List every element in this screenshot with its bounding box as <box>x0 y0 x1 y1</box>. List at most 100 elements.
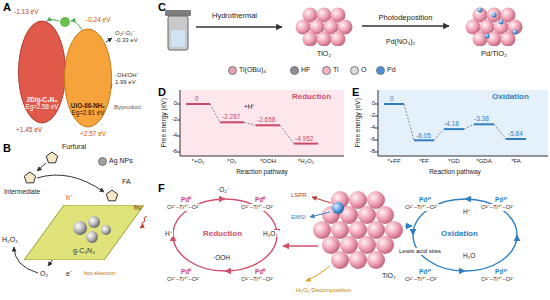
annotation-label: e⁻ <box>66 270 72 278</box>
legend-text: Pd <box>387 66 396 74</box>
annotation-label: *H₂O₂ <box>298 158 314 165</box>
oxidation-energy-plot-part <box>378 90 379 156</box>
mechanism-scheme-part-part <box>349 251 367 269</box>
annotation-label: -2.658 <box>257 116 275 123</box>
annotation-label: *OOH <box>260 158 276 165</box>
node-text: TiO₂ <box>317 50 332 59</box>
tick-label: 0 <box>372 100 375 107</box>
annotation-label: -5.84 <box>508 130 523 137</box>
reduction-energy-plot-part <box>186 104 318 144</box>
legend-text: Ti <box>333 66 339 74</box>
node-text: Pd/TiO₂ <box>481 50 507 59</box>
annotation-label: -6.05 <box>416 132 431 139</box>
oxidation-energy-plot-part-part <box>506 138 526 140</box>
legend-text: O <box>361 66 366 74</box>
annotation-label: Oxidation <box>492 92 529 101</box>
annotation-label: ·OOH <box>212 254 231 261</box>
oxidation-energy-plot-part-part <box>404 104 414 140</box>
annotation-label: O₂/·O₂⁻ -0.33 eV <box>115 30 149 44</box>
annotation-label: O²⁻–Ti⁴⁺–O²⁻ <box>480 276 515 283</box>
oxidation-energy-plot-part <box>375 140 378 141</box>
mechanism-scheme-part <box>313 191 403 269</box>
tick-label: -6 <box>172 148 177 155</box>
annotation-label: hν <box>134 204 141 212</box>
tick-label: 0 <box>174 100 177 107</box>
annotation-label: O²⁻–Ti⁴⁺–O²⁻ <box>240 276 275 283</box>
legend-text: HF <box>301 66 310 74</box>
reduction-energy-plot-part <box>177 136 180 137</box>
reduction-energy-plot-part-part <box>294 143 318 145</box>
mechanism-scheme-part-part <box>376 236 394 254</box>
annotation-label: O²⁻–Ti⁴⁺–O²⁻ <box>404 204 439 211</box>
mechanism-scheme-part <box>312 197 331 203</box>
mechanism-scheme-part-part <box>225 235 277 271</box>
silver-nanoparticle <box>86 231 98 243</box>
process-arrow <box>362 25 449 26</box>
annotation-label: Reaction pathway <box>429 168 481 175</box>
legend-item: Ti(OBu)₄ <box>228 66 266 75</box>
annotation-label: Reaction pathway <box>236 168 288 175</box>
legend-item: HF <box>290 66 310 75</box>
photocatalysis-scheme-part <box>106 190 117 201</box>
nanosheet: g-C₃N₄ <box>24 205 144 260</box>
oxidation-energy-plot-part-part <box>494 124 506 139</box>
tio2-particle <box>487 32 502 47</box>
tio2-particle <box>303 32 318 47</box>
legend-swatch <box>350 66 359 75</box>
annotation-label: O²⁻–Ti⁴⁺–O²⁻ <box>240 204 275 211</box>
photocatalysis-scheme-part <box>46 152 57 163</box>
particle-cluster-shape <box>288 6 360 46</box>
particle-cluster: Pd/TiO₂ <box>452 6 536 60</box>
annotation-label: Pd²⁺ <box>494 268 508 275</box>
band-diagram-part <box>60 17 70 27</box>
node-text: g-C₃N₄ <box>73 247 95 255</box>
tio2-particle <box>473 32 488 47</box>
reduction-energy-plot <box>177 90 344 156</box>
annotation-label: Pd²⁺ <box>418 268 432 275</box>
annotation-label: B <box>3 142 11 155</box>
annotation-label: *FA <box>511 158 521 165</box>
tick-label: -2 <box>370 112 375 119</box>
axis-title: Free energy (eV) <box>354 98 361 147</box>
annotation-label: Hydrothermal <box>212 12 257 21</box>
annotation-label: -4.18 <box>444 120 459 127</box>
oxidation-energy-plot-part-part <box>464 124 474 129</box>
legend-swatch <box>290 66 299 75</box>
annotation-label: EMSI <box>291 214 306 221</box>
mechanism-scheme-part-part <box>358 206 376 224</box>
oxidation-energy-plot-part-part <box>444 128 464 130</box>
mechanism-scheme-part-part <box>376 206 394 224</box>
edge-label: Photodeposition <box>379 14 433 23</box>
annotation-label: Pd⁰ <box>254 268 266 275</box>
annotation-label: H⁺ <box>164 230 173 237</box>
annotation-label: *+FF <box>387 158 400 165</box>
pd-particle <box>499 20 504 25</box>
mechanism-scheme-part <box>306 266 330 281</box>
pd-particle <box>513 30 518 35</box>
node-text: 2D/g-C₃N₄ <box>27 96 58 103</box>
annotation-label: Oxidation <box>440 229 479 238</box>
synthesis-scheme-part <box>168 16 188 50</box>
legend-text: Ag NPs <box>109 157 133 165</box>
annotation-label: O²⁻–Ti⁴⁺–O²⁻ <box>166 276 201 283</box>
annotation-label: TiO₂ <box>382 272 396 280</box>
legend-swatch <box>228 66 237 75</box>
band-diagram-part <box>106 38 112 42</box>
silver-nanoparticle <box>73 221 87 235</box>
mechanism-scheme-part-part <box>367 191 385 209</box>
silver-nanoparticle <box>101 225 111 235</box>
reduction-energy-plot-part <box>180 90 181 156</box>
annotation-label: *FF <box>419 158 429 165</box>
annotation-label: O²⁻–Ti⁴⁺–O²⁻ <box>480 204 515 211</box>
mechanism-scheme-part-part <box>331 251 349 269</box>
annotation-label: Intermediate <box>4 188 40 195</box>
annotation-label: Pd²⁺ <box>418 196 432 203</box>
annotation-label: -4.952 <box>295 135 313 142</box>
mechanism-scheme <box>173 191 517 281</box>
synthesis-scheme-part <box>196 26 282 27</box>
annotation-label: FA <box>122 178 131 186</box>
particle-cluster: TiO₂ <box>288 6 360 60</box>
oxidation-energy-plot-part <box>378 90 548 156</box>
mechanism-scheme-part-part <box>331 221 349 239</box>
